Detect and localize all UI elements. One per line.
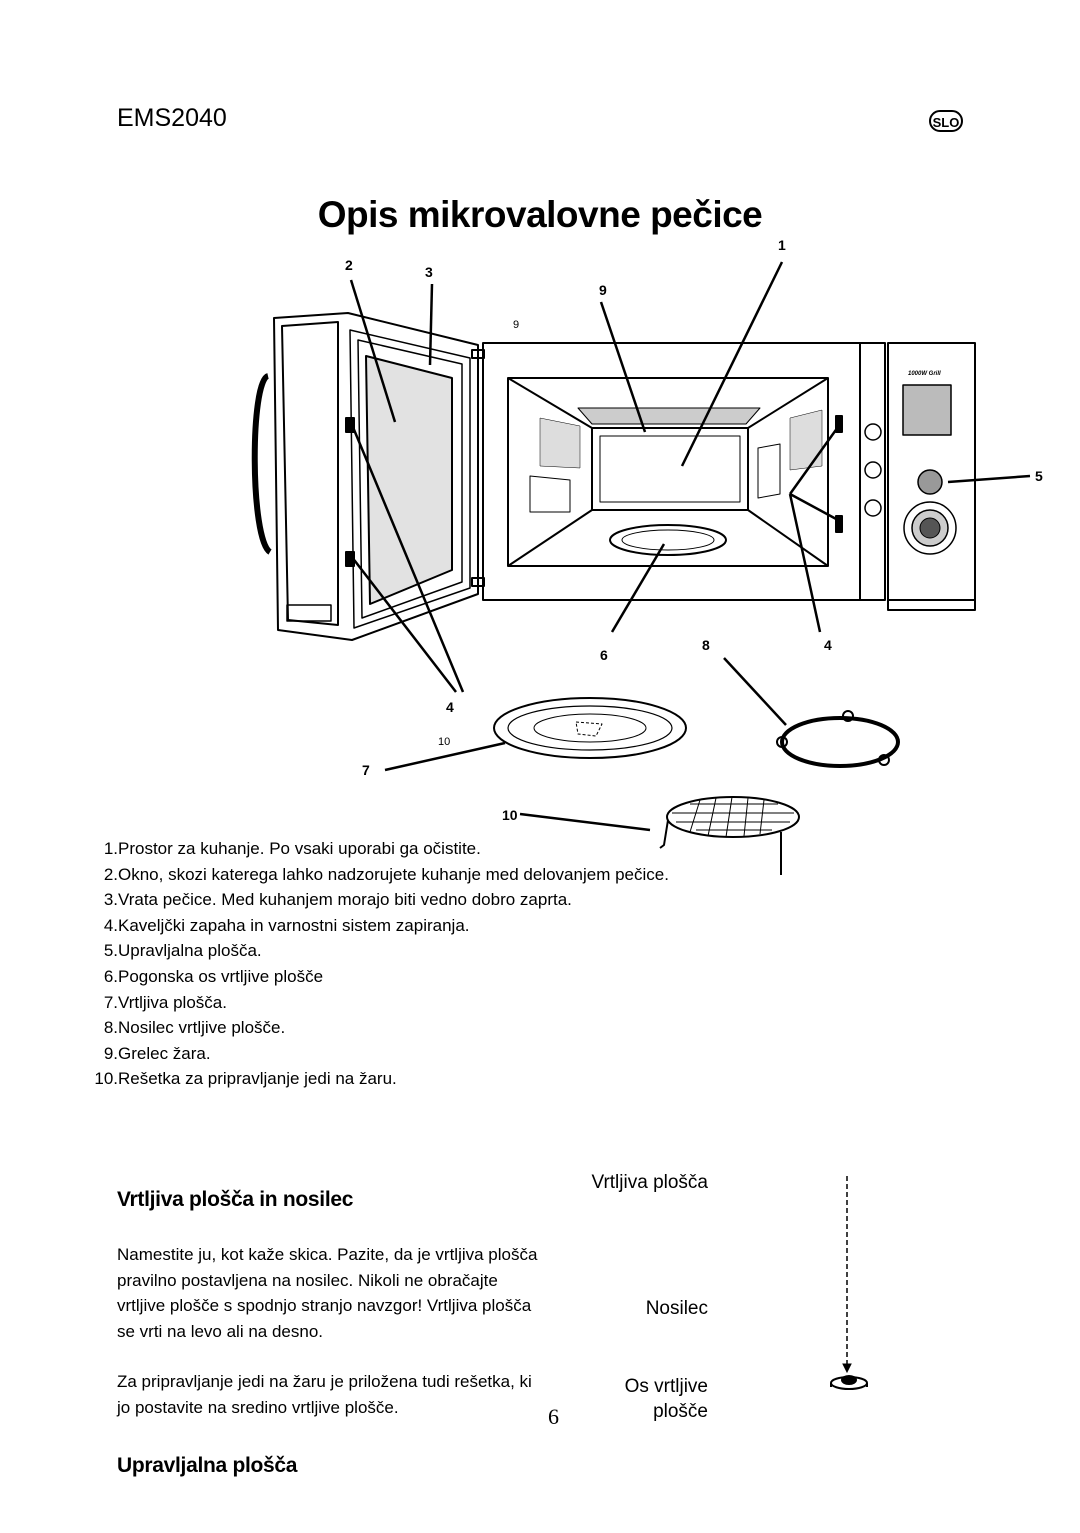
assembly-arrow-icon	[842, 1363, 852, 1374]
parts-list-text: Pogonska os vrtljive plošče	[118, 966, 324, 986]
section-heading-turntable: Vrtljiva plošča in nosilec	[117, 1188, 354, 1211]
parts-list-number: 1.	[103, 839, 118, 858]
parts-list-number: 4.	[103, 915, 118, 935]
parts-list-number: 2.	[103, 864, 118, 884]
callout-8: 8	[702, 637, 710, 653]
grill-rack-illustration	[659, 796, 800, 875]
turntable-plate-illustration	[493, 697, 687, 759]
model-number: EMS2040	[117, 104, 227, 132]
parts-list-number: 9.	[103, 1043, 118, 1063]
turntable-coupler-icon	[830, 1375, 868, 1390]
callout-1: 1	[778, 237, 786, 253]
parts-list-text: Prostor za kuhanje. Po vsaki uporabi ga …	[118, 839, 481, 858]
figure-label-axis-1: Os vrtljive	[624, 1376, 708, 1397]
language-badge: SLO	[929, 110, 963, 132]
parts-list-text: Nosilec vrtljive plošče.	[118, 1018, 286, 1038]
callout-leaders	[347, 261, 1031, 832]
callout-4-right: 4	[824, 637, 832, 653]
figure-label-plate: Vrtljiva plošča	[591, 1172, 708, 1193]
parts-list-text: Rešetka za pripravljanje jedi na žaru.	[118, 1069, 397, 1089]
parts-list-item: 9.Grelec žara.	[90, 1041, 669, 1067]
callout-10: 10	[502, 807, 518, 823]
callout-7: 7	[362, 762, 370, 778]
parts-list-text: Okno, skozi katerega lahko nadzorujete k…	[118, 864, 669, 884]
parts-list-item: 7.Vrtljiva plošča.	[90, 990, 669, 1016]
parts-list-text: Upravljalna plošča.	[118, 941, 262, 961]
control-panel-illustration	[864, 342, 976, 611]
parts-list: 1.Prostor za kuhanje. Po vsaki uporabi g…	[90, 836, 669, 1092]
callout-6: 6	[600, 647, 608, 663]
page-title: Opis mikrovalovne pečice	[317, 194, 763, 235]
parts-list-number: 7.	[103, 992, 118, 1012]
roller-ring-illustration	[776, 710, 900, 768]
parts-list-text: Vrata pečice. Med kuhanjem morajo biti v…	[118, 890, 572, 910]
door-illustration	[251, 312, 485, 641]
callout-9: 9	[599, 282, 607, 298]
parts-list-text: Vrtljiva plošča.	[118, 992, 227, 1012]
microwave-diagram: 1 2 3 9 9 5 6 8 4 4 10 7 10 1000W Grill	[251, 237, 1043, 875]
parts-list-item: 10.Rešetka za pripravljanje jedi na žaru…	[90, 1066, 669, 1092]
callout-5: 5	[1035, 468, 1043, 484]
parts-list-number: 6.	[103, 966, 118, 986]
callout-10-small: 10	[438, 736, 450, 748]
parts-list-item: 1.Prostor za kuhanje. Po vsaki uporabi g…	[90, 836, 669, 862]
grill-rack-note: Za pripravljanje jedi na žaru je prilože…	[117, 1372, 532, 1417]
parts-list-item: 5.Upravljalna plošča.	[90, 938, 669, 964]
page-number: 6	[548, 1404, 559, 1429]
parts-list-number: 10.	[94, 1069, 118, 1089]
parts-list-text: Grelec žara.	[118, 1043, 211, 1063]
callout-3: 3	[425, 264, 433, 280]
assembly-figure	[830, 1176, 868, 1390]
panel-power-label: 1000W Grill	[908, 371, 941, 377]
parts-list-item: 3.Vrata pečice. Med kuhanjem morajo biti…	[90, 887, 669, 913]
turntable-instructions: Namestite ju, kot kaže skica. Pazite, da…	[117, 1245, 538, 1341]
parts-list-number: 3.	[103, 890, 118, 910]
callout-9-small: 9	[513, 319, 519, 331]
section-heading-control-panel: Upravljalna plošča	[117, 1454, 298, 1477]
callout-4-left: 4	[446, 699, 454, 715]
parts-list-number: 8.	[103, 1018, 118, 1038]
figure-label-axis-2: plošče	[653, 1401, 708, 1422]
parts-list-item: 8.Nosilec vrtljive plošče.	[90, 1015, 669, 1041]
parts-list-item: 4.Kaveljčki zapaha in varnostni sistem z…	[90, 913, 669, 939]
oven-body-illustration	[482, 342, 886, 601]
parts-list-text: Kaveljčki zapaha in varnostni sistem zap…	[118, 915, 470, 935]
figure-label-support: Nosilec	[645, 1298, 708, 1319]
callout-labels: 1 2 3 9 9 5 6 8 4 4 10 7 10 1000W Grill	[345, 237, 1043, 823]
parts-list-item: 2.Okno, skozi katerega lahko nadzorujete…	[90, 862, 669, 888]
parts-list-item: 6.Pogonska os vrtljive plošče	[90, 964, 669, 990]
callout-2: 2	[345, 257, 353, 273]
parts-list-number: 5.	[103, 941, 118, 961]
